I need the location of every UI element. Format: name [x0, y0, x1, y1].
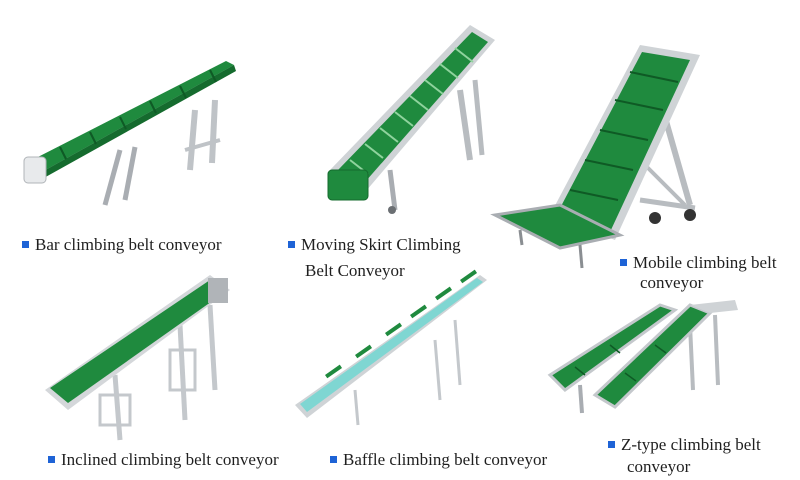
bullet-icon: [330, 456, 337, 463]
caption-bar-climbing: Bar climbing belt conveyor: [22, 232, 221, 258]
moving-skirt-conveyor-photo: [320, 20, 500, 215]
caption-moving-skirt: Moving Skirt Climbing Belt Conveyor: [288, 232, 461, 284]
bar-climbing-conveyor-photo: [20, 55, 250, 206]
z-type-climbing-conveyor-photo: [540, 295, 740, 415]
bullet-icon: [288, 241, 295, 248]
caption-baffle-climbing: Baffle climbing belt conveyor: [330, 447, 547, 473]
bullet-icon: [608, 441, 615, 448]
bullet-icon: [620, 259, 627, 266]
bullet-icon: [48, 456, 55, 463]
mobile-climbing-conveyor-photo: [490, 40, 720, 270]
caption-z-type-climbing: Z-type climbing belt conveyor: [608, 432, 761, 480]
caption-inclined-climbing: Inclined climbing belt conveyor: [48, 447, 279, 473]
bullet-icon: [22, 241, 29, 248]
caption-mobile-climbing: Mobile climbing belt conveyor: [620, 250, 777, 296]
baffle-climbing-conveyor-photo: [295, 269, 495, 430]
inclined-climbing-conveyor-photo: [40, 270, 240, 445]
